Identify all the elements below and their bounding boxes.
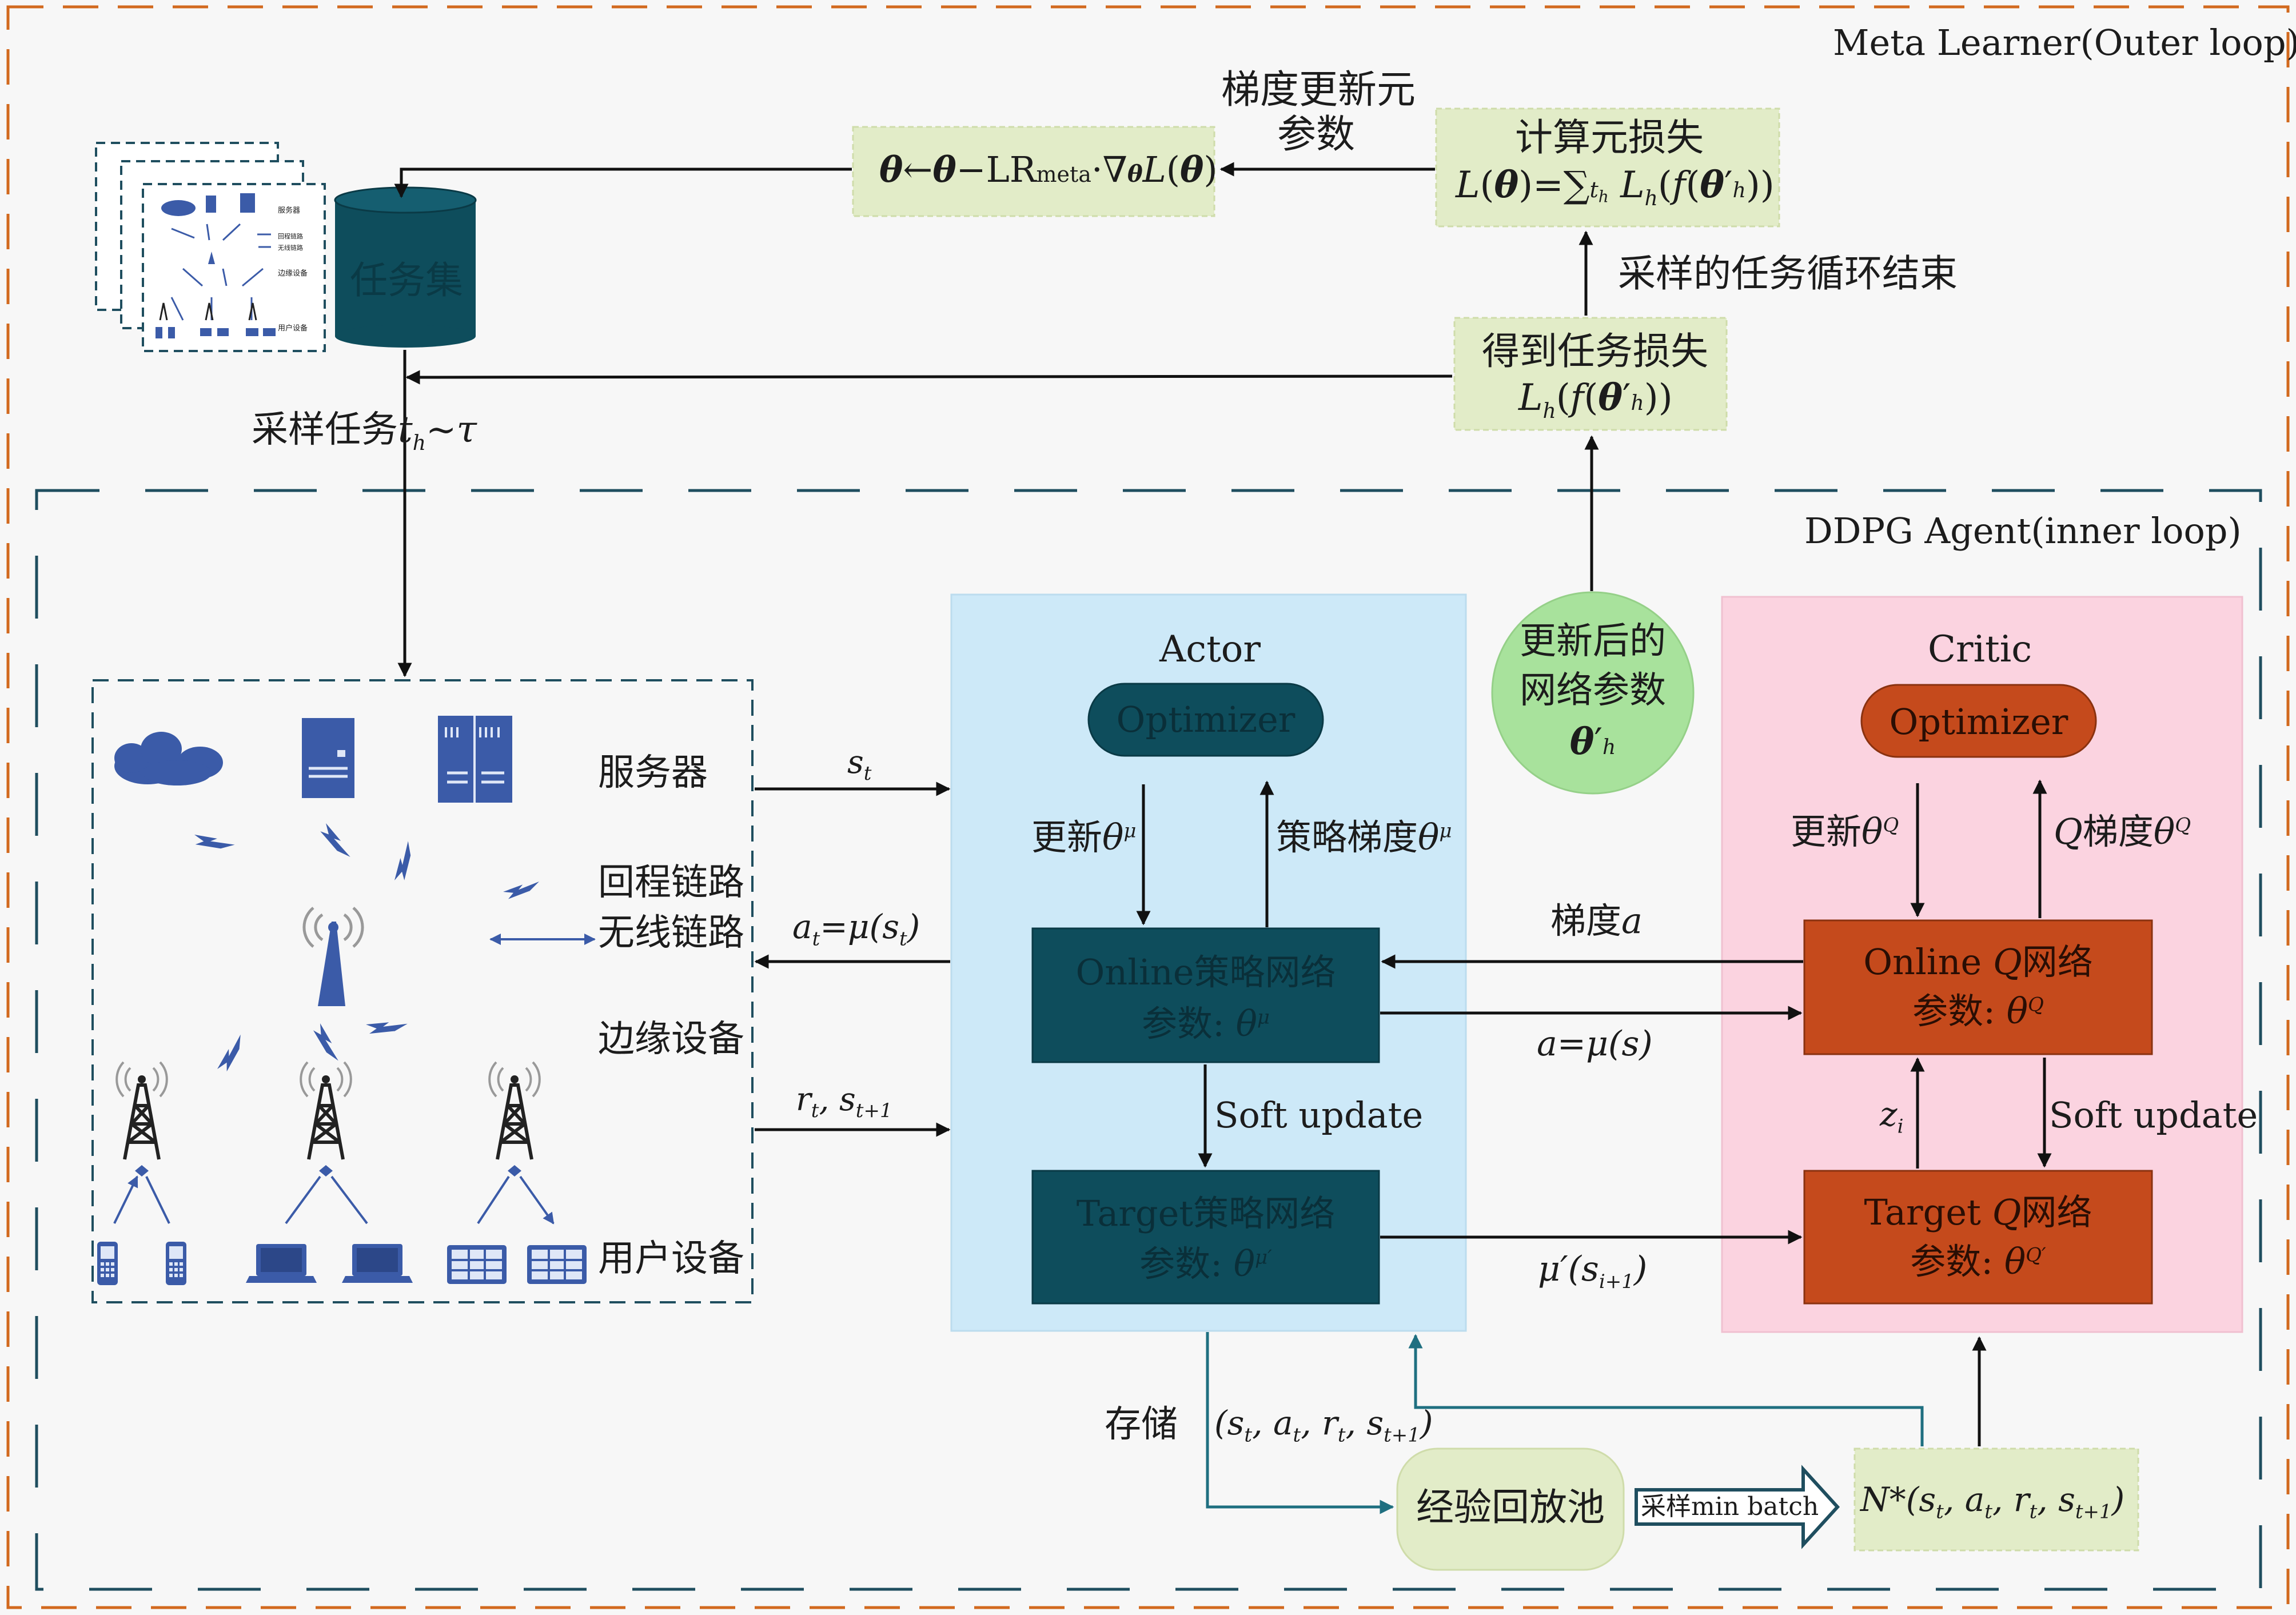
actor-online-line2: 参数: θμ xyxy=(1141,1003,1270,1044)
critic-title: Critic xyxy=(1928,628,2032,671)
critic-optimizer: Optimizer xyxy=(1889,701,2068,743)
mini-legend-4: 用户设备 xyxy=(278,324,308,333)
meta-update-formula: θ←θ−LRmeta·∇θL(θ) xyxy=(879,149,1218,190)
task-set-stack xyxy=(95,142,326,352)
meta-update-box xyxy=(852,126,1215,217)
legend-server: 服务器 xyxy=(598,752,708,794)
updated-params-symbol: θ′h xyxy=(1569,720,1616,763)
loop-end-label: 采样的任务循环结束 xyxy=(1618,252,1958,296)
actor-soft-update: Soft update xyxy=(1214,1094,1424,1136)
action-label: at=μ(st) xyxy=(792,907,920,951)
actor-online-line1: Online策略网络 xyxy=(1075,951,1336,993)
mini-legend-0: 服务器 xyxy=(278,206,301,215)
mu-prime-label: μ′(si+1) xyxy=(1538,1249,1648,1293)
teal-arrows xyxy=(1206,1332,1924,1514)
critic-target-line2: 参数: θQ′ xyxy=(1910,1241,2046,1282)
actor-target-line2: 参数: θμ′ xyxy=(1139,1243,1272,1285)
critic-target-shape xyxy=(1803,1170,2153,1305)
critic-online-line2: 参数: θQ xyxy=(1912,990,2044,1032)
critic-online-line1: Online Q网络 xyxy=(1863,941,2093,983)
compute-meta-loss-formula: L(θ)=∑th Lh(f(θ′h)) xyxy=(1456,164,1775,210)
mini-legend-1: 回程链路 xyxy=(278,233,303,240)
task-set-label: 任务集 xyxy=(350,258,463,302)
store-label: 存储 xyxy=(1105,1403,1178,1446)
task-loss-formula: Lh(f(θ′h)) xyxy=(1518,376,1673,423)
critic-grad-label: Q梯度θQ xyxy=(2054,811,2191,852)
replay-buffer: 经验回放池 xyxy=(1416,1485,1605,1529)
environment-box xyxy=(91,679,754,1303)
batch-box-shape xyxy=(1853,1447,2139,1552)
reward-next-label: rt, st+1 xyxy=(796,1081,892,1123)
actor-title: Actor xyxy=(1159,628,1261,671)
critic-zi-label: zi xyxy=(1880,1095,1904,1138)
actor-optimizer: Optimizer xyxy=(1116,699,1296,740)
task-loss-box xyxy=(1453,317,1728,431)
store-tuple: (st, at, rt, st+1) xyxy=(1214,1403,1433,1447)
critic-optimizer-shape xyxy=(1860,684,2097,758)
actor-optimizer-shape xyxy=(1087,683,1324,757)
legend-user-device: 用户设备 xyxy=(598,1238,744,1280)
task-loss-title: 得到任务损失 xyxy=(1482,329,1708,373)
compute-meta-loss-box xyxy=(1435,107,1780,228)
state-label: st xyxy=(847,744,872,785)
mini-legend-2: 无线链路 xyxy=(278,244,303,252)
actor-update-label: 更新θμ xyxy=(1031,816,1137,858)
actor-target-shape xyxy=(1031,1170,1380,1305)
outer-loop-border xyxy=(6,5,2290,1609)
a-mu-s-label: a=μ(s) xyxy=(1537,1024,1653,1064)
critic-update-label: 更新θQ xyxy=(1791,811,1899,852)
actor-grad-label: 策略梯度θμ xyxy=(1276,816,1452,858)
actor-online-shape xyxy=(1031,927,1380,1063)
updated-params-circle xyxy=(1491,591,1695,795)
updated-params-line1: 更新后的 xyxy=(1520,620,1666,663)
sample-batch-label: 采样min batch xyxy=(1641,1492,1819,1521)
sample-task-label: 采样任务th~τ xyxy=(252,409,477,455)
actor-target-line1: Target策略网络 xyxy=(1076,1193,1336,1234)
critic-target-line1: Target Q网络 xyxy=(1864,1191,2092,1233)
arrows xyxy=(394,162,2052,1446)
critic-soft-update: Soft update xyxy=(2049,1094,2258,1136)
sample-batch-arrow xyxy=(1635,1465,1840,1549)
meta-update-label-1: 梯度更新元 xyxy=(1221,67,1416,113)
gradient-a-label: 梯度a xyxy=(1550,900,1643,942)
outer-loop-title: Meta Learner(Outer loop) xyxy=(1833,22,2296,63)
legend-edge-device: 边缘设备 xyxy=(598,1018,744,1060)
task-set-cylinder xyxy=(334,186,477,348)
updated-params-line2: 网络参数 xyxy=(1520,669,1666,712)
batch-tuple: N*(st, at, rt, st+1) xyxy=(1860,1480,2125,1524)
inner-loop-border xyxy=(35,489,2262,1591)
mini-legend-3: 边缘设备 xyxy=(278,269,308,278)
legend-wireless: 无线链路 xyxy=(598,912,744,954)
inner-loop-title: DDPG Agent(inner loop) xyxy=(1804,510,2242,552)
critic-online-shape xyxy=(1803,919,2153,1055)
legend-backhaul: 回程链路 xyxy=(598,862,744,904)
replay-buffer-shape xyxy=(1396,1447,1625,1571)
meta-update-label-2: 参数 xyxy=(1277,112,1356,157)
compute-meta-loss-title: 计算元损失 xyxy=(1515,115,1704,159)
environment-network xyxy=(97,716,596,1285)
